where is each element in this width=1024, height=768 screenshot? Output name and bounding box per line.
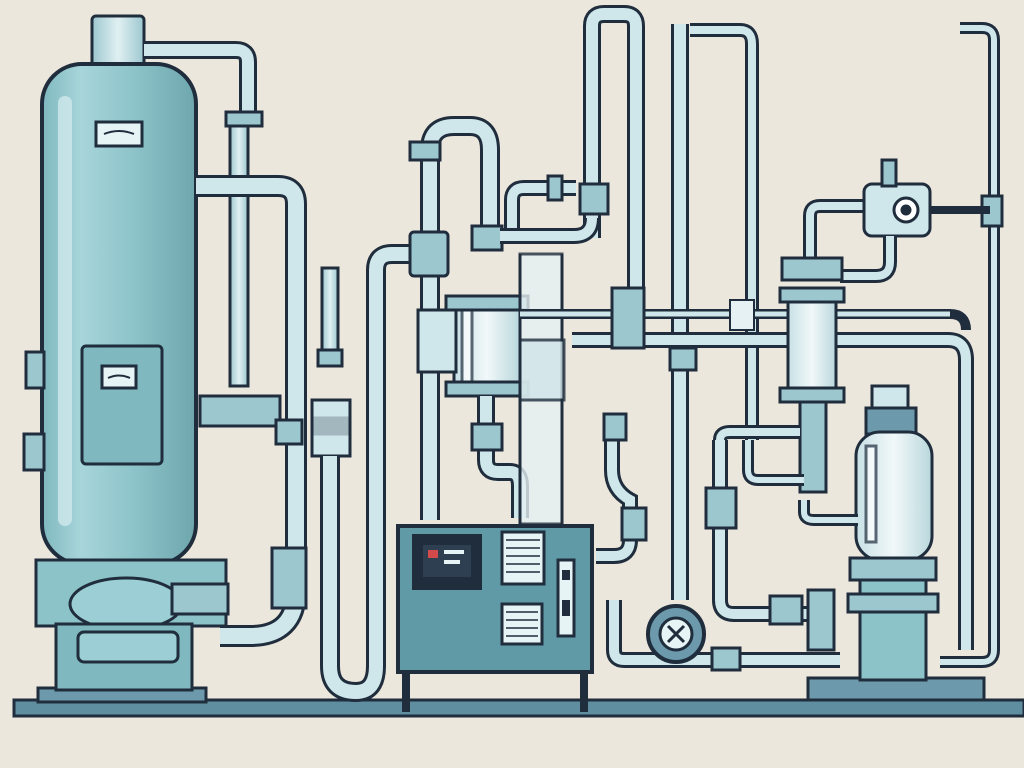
reactor-vessel: [408, 116, 566, 526]
gauge-icon: [778, 158, 990, 494]
flow-meter: [310, 244, 410, 703]
valve-icon: [596, 412, 648, 564]
control-panel-icon: [396, 524, 594, 712]
pump-icon: [606, 600, 840, 672]
water-tank-icon: [22, 14, 230, 692]
pipe-network-left: [144, 41, 308, 647]
pipe-network-center: [500, 5, 1004, 668]
secondary-tank: [846, 384, 940, 682]
pipe-network-right: [704, 425, 858, 652]
